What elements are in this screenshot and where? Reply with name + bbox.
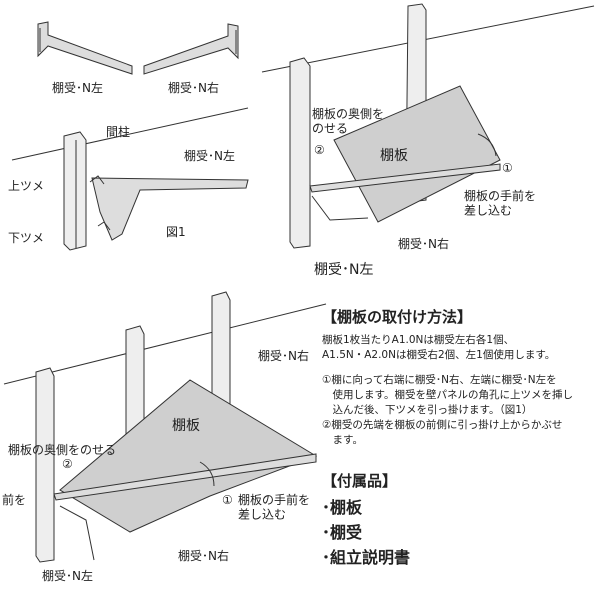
bottom-step1: ①: [222, 493, 233, 507]
accessory-item-manual: ･組立説明書: [322, 548, 411, 567]
bottom-shelf-label: 棚板: [172, 418, 200, 434]
top-right-left-bracket-label: 棚受･N左: [314, 262, 373, 278]
top-right-right-bracket-label: 棚受･N右: [398, 236, 449, 251]
fig1-drawing: [11, 107, 249, 251]
bottom-step2: ②: [62, 457, 73, 471]
bracket-right-drawing: [143, 23, 239, 75]
fig1-pillar-label: 間柱: [106, 124, 130, 139]
bottom-right-bracket-top-label: 棚受･N右: [258, 348, 309, 363]
fig1-lower-hook-label: 下ツメ: [8, 231, 44, 245]
bottom-front-label: 棚板の手前を差し込む: [238, 492, 310, 521]
fig1-figure-label: 図1: [166, 225, 186, 239]
accessory-item-shelf: ･棚板: [322, 498, 363, 517]
top-right-shelf-label: 棚板: [380, 148, 408, 164]
top-right-step2: ②: [314, 143, 325, 157]
instructions-title: 【棚板の取付け方法】: [322, 308, 473, 326]
top-right-front-label: 棚板の手前を差し込む: [464, 188, 536, 217]
top-right-step1: ①: [502, 161, 513, 175]
instructions-step-2: ②棚受の先端を棚板の前側に引っ掛け上からかぶせ ます。: [322, 419, 563, 446]
top-left-bracket-label: 棚受･N左: [52, 80, 103, 95]
instructions-intro: 棚板1枚当たりA1.0Nは棚受左右各1個、 A1.5N・A2.0Nは棚受右2個、…: [322, 334, 556, 361]
accessory-item-bracket: ･棚受: [322, 523, 363, 542]
top-right-bracket-label: 棚受･N右: [168, 80, 219, 95]
fig1-upper-hook-label: 上ツメ: [8, 179, 44, 193]
top-right-back-label: 棚板の奥側をのせる: [312, 106, 384, 135]
accessories-title: 【付属品】: [322, 472, 398, 490]
bottom-left-drawing: [3, 291, 327, 563]
bottom-right-bracket-label: 棚受･N右: [178, 548, 229, 563]
fig1-bracket-label: 棚受･N左: [184, 148, 235, 163]
accessories-panel: 【付属品】 ･棚板 ･棚受 ･組立説明書: [322, 470, 594, 570]
instructions-step-1: ①棚に向って右端に棚受･N右、左端に棚受･N左を 使用します。棚受を壁パネルの角…: [322, 374, 573, 416]
bottom-front-partial: 前を: [2, 492, 26, 507]
bracket-left-drawing: [37, 21, 133, 75]
instructions-panel: 【棚板の取付け方法】 棚板1枚当たりA1.0Nは棚受左右各1個、 A1.5N・A…: [322, 306, 594, 448]
bottom-back-label: 棚板の奥側をのせる: [8, 442, 116, 457]
bottom-left-bracket-label: 棚受･N左: [42, 568, 93, 583]
top-right-drawing: [261, 3, 595, 249]
